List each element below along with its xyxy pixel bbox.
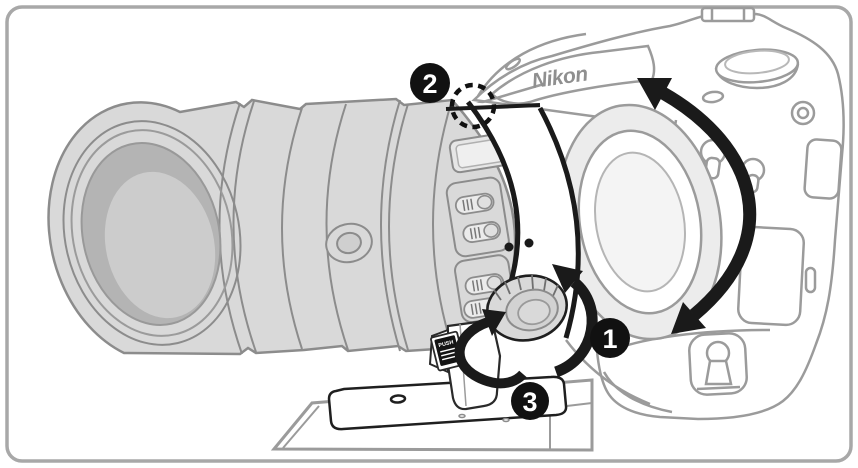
body-bottom-curve	[565, 339, 651, 406]
callout-3-number: 3	[522, 387, 537, 417]
pentaprism-top-line	[476, 32, 587, 97]
prism-base-line	[475, 82, 545, 106]
switch-slider-stripes	[462, 198, 484, 316]
plate-screw-hole	[389, 394, 407, 404]
lens-barrel	[47, 97, 517, 356]
mounting-index-dot-right	[524, 238, 534, 248]
switch-panels	[445, 176, 517, 324]
mounting-index-dot-left	[504, 242, 514, 252]
switch-panel-upper	[445, 176, 510, 258]
distance-scale-window	[448, 132, 510, 174]
hot-shoe	[700, 6, 756, 23]
lens-mount-ring	[557, 103, 723, 341]
mode-dial	[714, 48, 800, 90]
alignment-dashed-circle-icon	[449, 82, 497, 130]
focus-function-button	[325, 222, 373, 264]
front-element	[62, 120, 242, 346]
rotate-collar-arrow-icon	[454, 309, 527, 389]
tripod-collar-knob	[486, 274, 575, 342]
knob-knurl-lines	[493, 274, 559, 301]
loosen-knob-arrow-icon	[552, 264, 598, 378]
callout-1-badge: 1	[590, 318, 630, 358]
sync-port	[790, 100, 816, 126]
callout-2-number: 2	[422, 69, 437, 99]
door-latch-pill	[804, 266, 817, 294]
tripod-foot-plate	[327, 375, 568, 431]
callout-3-badge: 3	[511, 382, 549, 420]
push-label: PUSH	[438, 340, 454, 350]
shutter-button	[701, 90, 725, 104]
rotate-camera-arrow-icon	[637, 78, 757, 334]
callout-2-badge: 2	[410, 63, 450, 103]
memory-card-door	[803, 138, 843, 200]
side-door	[736, 225, 806, 327]
prism-vent	[504, 57, 522, 71]
callout-1-number: 1	[602, 324, 617, 354]
